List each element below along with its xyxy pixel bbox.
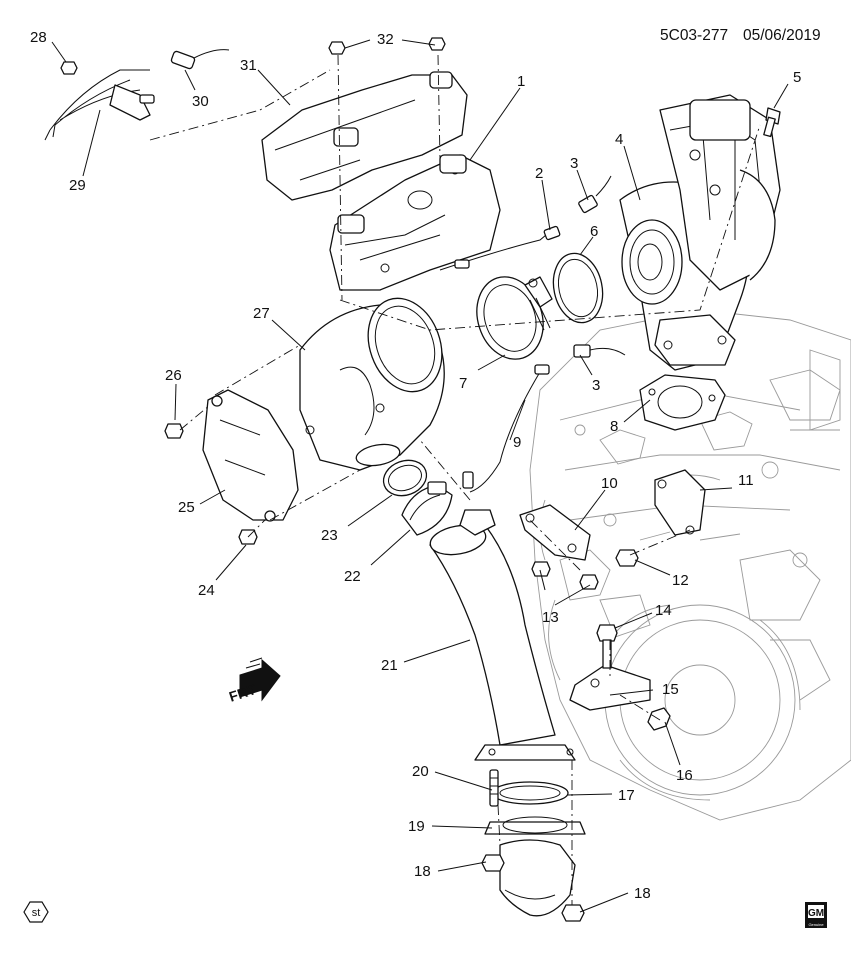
- callout-4: 4: [615, 131, 623, 148]
- lower-heat-shield: [202, 389, 299, 522]
- callout-27: 27: [253, 305, 270, 322]
- bolt-13b: [579, 574, 599, 590]
- callout-23: 23: [321, 527, 338, 544]
- flange-gasket: [491, 781, 569, 805]
- callout-30: 30: [192, 93, 209, 110]
- callout-13: 13: [542, 609, 559, 626]
- callout-1: 1: [517, 73, 525, 90]
- callout-8: 8: [610, 418, 618, 435]
- hexagon-icon: [23, 901, 49, 923]
- front-arrow-icon: [239, 658, 281, 702]
- bolt-28: [60, 61, 78, 75]
- callout-32: 32: [377, 31, 394, 48]
- brand-logo: GM Genuine: [805, 902, 827, 928]
- callout-14: 14: [655, 602, 672, 619]
- bolt-32a: [328, 41, 346, 55]
- callout-25: 25: [178, 499, 195, 516]
- callout-3-lower: 3: [592, 377, 600, 394]
- callout-5: 5: [793, 69, 801, 86]
- leader-lines: [51, 39, 789, 913]
- callout-12: 12: [672, 572, 689, 589]
- turbo-outlet-gasket: [639, 374, 726, 431]
- nut-left: [481, 854, 505, 872]
- bolt-26: [164, 423, 184, 439]
- catalytic-converter: [299, 297, 445, 471]
- brand-logo-top: GM: [808, 908, 824, 919]
- document-code: 5C03-277: [660, 27, 728, 44]
- callout-2: 2: [535, 165, 543, 182]
- turbocharger: [619, 94, 781, 371]
- callout-28: 28: [30, 29, 47, 46]
- callout-7: 7: [459, 375, 467, 392]
- callout-20: 20: [412, 763, 429, 780]
- bracket-11: [654, 469, 706, 536]
- callout-9: 9: [513, 434, 521, 451]
- callout-29: 29: [69, 177, 86, 194]
- callout-19: 19: [408, 818, 425, 835]
- document-date: 05/06/2019: [743, 27, 821, 44]
- bolt-13a: [531, 561, 551, 577]
- upper-heat-shield: [329, 154, 501, 291]
- st-mark-label: st: [32, 907, 41, 919]
- sensor-9: [462, 364, 550, 493]
- lower-pipe-outlet: [499, 839, 576, 917]
- st-mark: st: [23, 901, 49, 923]
- sensor-3-lower: [573, 344, 626, 358]
- callout-26: 26: [165, 367, 182, 384]
- callout-18-right: 18: [634, 885, 651, 902]
- callout-21: 21: [381, 657, 398, 674]
- sensor-harness-29: [44, 69, 155, 141]
- front-direction-indicator: FRT: [227, 657, 281, 705]
- callout-16: 16: [676, 767, 693, 784]
- stud: [489, 769, 499, 807]
- callout-15: 15: [662, 681, 679, 698]
- callout-24: 24: [198, 582, 215, 599]
- bolt-5: [763, 107, 781, 138]
- lower-clamp: [401, 481, 453, 536]
- brand-logo-bottom: Genuine: [808, 922, 824, 927]
- alignment-lines: [149, 54, 761, 905]
- rear-heat-shield: [261, 71, 468, 201]
- sensor-3-upper: [578, 175, 612, 214]
- sensor-connector-30: [170, 49, 230, 70]
- sensor-2: [439, 225, 561, 271]
- bolt-12: [615, 549, 639, 567]
- bracket-15: [569, 664, 651, 711]
- exhaust-pipe: [429, 509, 576, 761]
- callout-17: 17: [618, 787, 635, 804]
- bolt-14: [596, 624, 618, 669]
- callout-11: 11: [738, 472, 754, 489]
- callout-31: 31: [240, 57, 257, 74]
- callout-labels: 1 2 3 3 4 5 6 7 8 9 10 11 12 13 14 15 16…: [30, 29, 801, 902]
- callout-10: 10: [601, 475, 618, 492]
- nut-right: [561, 904, 585, 922]
- v-band-clamp: [476, 276, 553, 360]
- callout-18-left: 18: [414, 863, 431, 880]
- bracket-10: [519, 504, 591, 561]
- front-label: FRT: [227, 681, 258, 705]
- seal-ring: [552, 252, 604, 324]
- callout-22: 22: [344, 568, 361, 585]
- callout-3-upper: 3: [570, 155, 578, 172]
- small-seal-ring: [382, 459, 428, 497]
- callout-6: 6: [590, 223, 598, 240]
- lower-flange: [484, 816, 586, 835]
